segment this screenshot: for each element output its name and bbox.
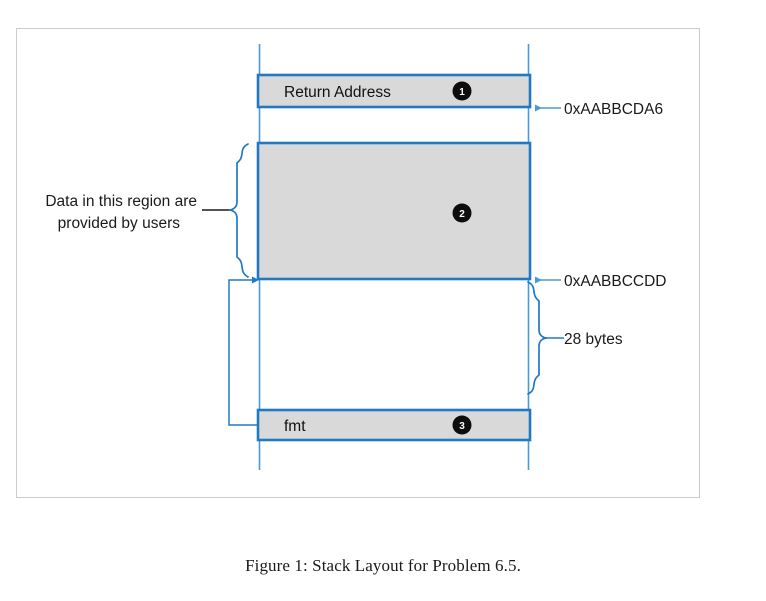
stack-block-label-return-address: Return Address xyxy=(284,84,391,101)
address-label-top: 0xAABBCDA6 xyxy=(564,101,663,118)
figure-caption: Figure 1: Stack Layout for Problem 6.5. xyxy=(245,556,521,575)
left-note-line-1: Data in this region are xyxy=(45,193,197,210)
address-label-mid: 0xAABBCCDD xyxy=(564,273,667,290)
badge-number-1: 1 xyxy=(459,87,465,98)
stack-block-label-fmt: fmt xyxy=(284,418,306,435)
badge-circle-1 xyxy=(452,81,472,101)
stack-block-return-address xyxy=(256,73,532,109)
size-brace xyxy=(527,281,548,395)
user-data-brace xyxy=(228,143,249,278)
fmt-to-user-data-connector xyxy=(228,276,259,426)
size-label: 28 bytes xyxy=(564,331,623,348)
stack-block-fmt xyxy=(256,408,532,442)
stack-layout-diagram: Return Address 1 2 fmt 3 Data in this re… xyxy=(45,44,667,470)
left-note-line-2: provided by users xyxy=(58,215,181,232)
badge-number-2: 2 xyxy=(459,209,465,220)
badge-number-3: 3 xyxy=(459,421,465,432)
stack-block-user-data xyxy=(256,141,532,281)
badge-circle-3 xyxy=(452,415,472,435)
badge-circle-2 xyxy=(452,203,472,223)
